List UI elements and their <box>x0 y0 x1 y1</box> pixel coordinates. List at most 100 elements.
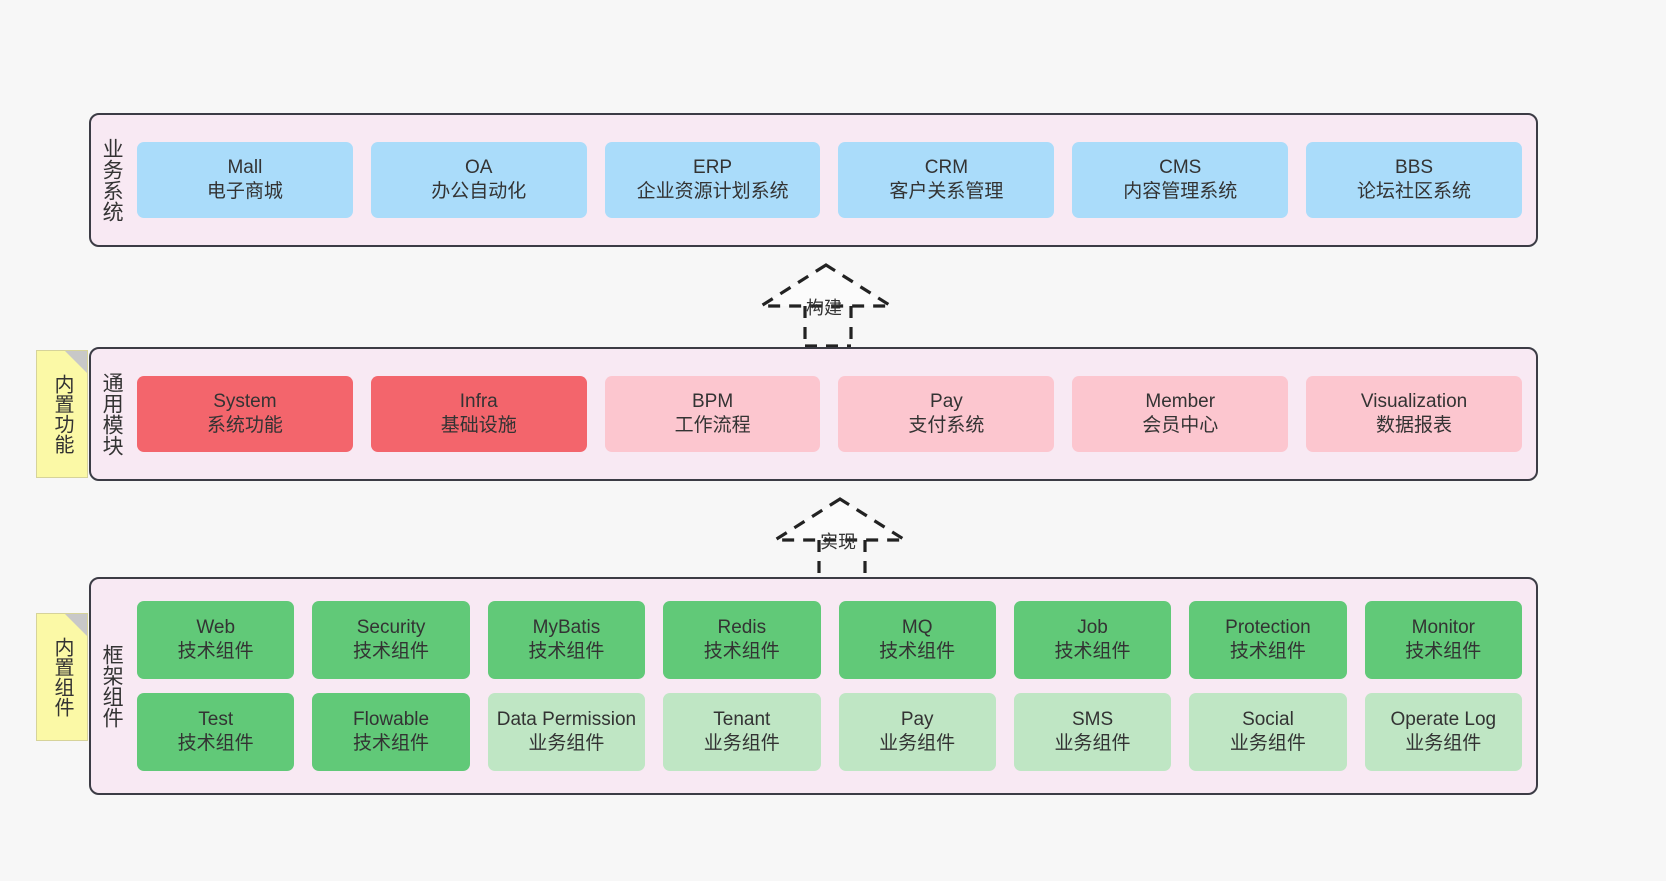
module-name: ERP <box>693 157 733 179</box>
generalization-arrowhead-icon <box>755 263 897 308</box>
module-name: Social <box>1242 709 1294 731</box>
module-subtitle: 支付系统 <box>908 415 985 436</box>
module-box-erp[interactable]: ERP 企业资源计划系统 <box>604 142 821 218</box>
module-subtitle: 业务组件 <box>1054 733 1131 754</box>
module-name: Member <box>1145 391 1216 413</box>
module-name: Operate Log <box>1390 709 1497 731</box>
module-subtitle: 会员中心 <box>1142 415 1219 436</box>
module-subtitle: 技术组件 <box>1405 641 1482 662</box>
module-subtitle: 系统功能 <box>206 415 283 436</box>
module-box-pay-business[interactable]: Pay 业务组件 <box>838 693 996 771</box>
module-box-member[interactable]: Member 会员中心 <box>1072 376 1289 452</box>
module-name: Redis <box>717 617 767 639</box>
layer-title-business-system: 业务系统 <box>100 138 124 222</box>
module-subtitle: 技术组件 <box>1229 641 1306 662</box>
box-row: System 系统功能 Infra 基础设施 BPM 工作流程 Pay 支付系统… <box>137 376 1522 452</box>
module-subtitle: 数据报表 <box>1376 415 1453 436</box>
module-name: System <box>213 391 277 413</box>
module-box-data-permission[interactable]: Data Permission 业务组件 <box>487 693 646 771</box>
module-box-crm[interactable]: CRM 客户关系管理 <box>838 142 1055 218</box>
module-subtitle: 技术组件 <box>353 641 430 662</box>
module-box-redis[interactable]: Redis 技术组件 <box>663 601 821 679</box>
module-box-mybatis[interactable]: MyBatis 技术组件 <box>487 601 646 679</box>
module-subtitle: 技术组件 <box>703 641 780 662</box>
note-fold-icon <box>65 351 87 373</box>
module-subtitle: 客户关系管理 <box>889 181 1004 202</box>
module-box-test[interactable]: Test 技术组件 <box>137 693 295 771</box>
module-subtitle: 办公自动化 <box>431 181 527 202</box>
generalization-arrowhead-icon <box>769 497 911 542</box>
note-fold-icon <box>65 614 87 636</box>
layer-common-module: 通用模块 System 系统功能 Infra 基础设施 BPM 工作流程 Pay… <box>89 347 1538 481</box>
module-subtitle: 业务组件 <box>1229 733 1306 754</box>
module-name: Pay <box>930 391 963 413</box>
module-box-flowable[interactable]: Flowable 技术组件 <box>312 693 470 771</box>
module-name: Monitor <box>1411 617 1475 639</box>
module-subtitle: 基础设施 <box>440 415 517 436</box>
module-name: Protection <box>1225 617 1311 639</box>
module-box-protection[interactable]: Protection 技术组件 <box>1189 601 1347 679</box>
sticky-note-builtin-function: 内置功能 <box>36 350 88 478</box>
module-name: Mall <box>227 157 263 179</box>
module-name: OA <box>465 157 493 179</box>
sticky-note-builtin-component: 内置组件 <box>36 613 88 741</box>
module-box-tenant[interactable]: Tenant 业务组件 <box>663 693 821 771</box>
module-name: Visualization <box>1360 391 1468 413</box>
module-subtitle: 内容管理系统 <box>1123 181 1238 202</box>
module-subtitle: 技术组件 <box>879 641 956 662</box>
module-name: CRM <box>924 157 969 179</box>
module-name: MyBatis <box>532 617 601 639</box>
layer-title-framework-component: 框架组件 <box>100 644 124 728</box>
module-name: BPM <box>691 391 734 413</box>
module-subtitle: 电子商城 <box>206 181 283 202</box>
connector-implement: 实现 <box>769 492 922 582</box>
module-box-monitor[interactable]: Monitor 技术组件 <box>1364 601 1522 679</box>
module-box-oa[interactable]: OA 办公自动化 <box>370 142 587 218</box>
module-box-mall[interactable]: Mall 电子商城 <box>137 142 353 218</box>
module-box-social[interactable]: Social 业务组件 <box>1189 693 1347 771</box>
module-box-bbs[interactable]: BBS 论坛社区系统 <box>1306 142 1522 218</box>
module-box-mq[interactable]: MQ 技术组件 <box>838 601 996 679</box>
module-box-infra[interactable]: Infra 基础设施 <box>370 376 587 452</box>
layer-title-common-module: 通用模块 <box>100 372 124 456</box>
module-box-system[interactable]: System 系统功能 <box>137 376 353 452</box>
module-name: Tenant <box>713 709 771 731</box>
module-name: Test <box>198 709 234 731</box>
module-box-visualization[interactable]: Visualization 数据报表 <box>1306 376 1522 452</box>
module-box-bpm[interactable]: BPM 工作流程 <box>604 376 821 452</box>
module-subtitle: 技术组件 <box>353 733 430 754</box>
module-name: Job <box>1077 617 1108 639</box>
module-name: Pay <box>900 709 934 731</box>
module-subtitle: 技术组件 <box>1054 641 1131 662</box>
module-box-operate-log[interactable]: Operate Log 业务组件 <box>1364 693 1522 771</box>
module-box-security[interactable]: Security 技术组件 <box>312 601 470 679</box>
connector-build: 构建 <box>755 258 908 348</box>
layer-body-business-system: Mall 电子商城 OA 办公自动化 ERP 企业资源计划系统 CRM 客户关系… <box>131 115 1536 245</box>
module-box-pay[interactable]: Pay 支付系统 <box>838 376 1055 452</box>
module-box-cms[interactable]: CMS 内容管理系统 <box>1072 142 1289 218</box>
box-row: Web 技术组件 Security 技术组件 MyBatis 技术组件 Redi… <box>137 601 1522 679</box>
module-subtitle: 技术组件 <box>177 641 254 662</box>
module-name: Flowable <box>353 709 430 731</box>
layer-body-framework-component: Web 技术组件 Security 技术组件 MyBatis 技术组件 Redi… <box>131 579 1536 793</box>
module-name: SMS <box>1071 709 1114 731</box>
module-subtitle: 企业资源计划系统 <box>636 181 789 202</box>
box-row: Mall 电子商城 OA 办公自动化 ERP 企业资源计划系统 CRM 客户关系… <box>137 142 1522 218</box>
module-name: BBS <box>1395 157 1434 179</box>
module-subtitle: 技术组件 <box>177 733 254 754</box>
sticky-note-label: 内置功能 <box>51 374 73 454</box>
module-name: Security <box>356 617 426 639</box>
module-subtitle: 技术组件 <box>528 641 605 662</box>
module-box-web[interactable]: Web 技术组件 <box>137 601 295 679</box>
module-box-job[interactable]: Job 技术组件 <box>1013 601 1172 679</box>
layer-framework-component: 框架组件 Web 技术组件 Security 技术组件 MyBatis 技术组件… <box>89 577 1538 795</box>
connector-label-build: 构建 <box>806 298 842 318</box>
box-row: Test 技术组件 Flowable 技术组件 Data Permission … <box>137 693 1522 771</box>
connector-label-implement: 实现 <box>820 532 856 552</box>
module-name: Data Permission <box>496 709 637 731</box>
module-subtitle: 论坛社区系统 <box>1357 181 1472 202</box>
module-box-sms[interactable]: SMS 业务组件 <box>1013 693 1172 771</box>
module-subtitle: 业务组件 <box>879 733 956 754</box>
module-name: Web <box>196 617 236 639</box>
